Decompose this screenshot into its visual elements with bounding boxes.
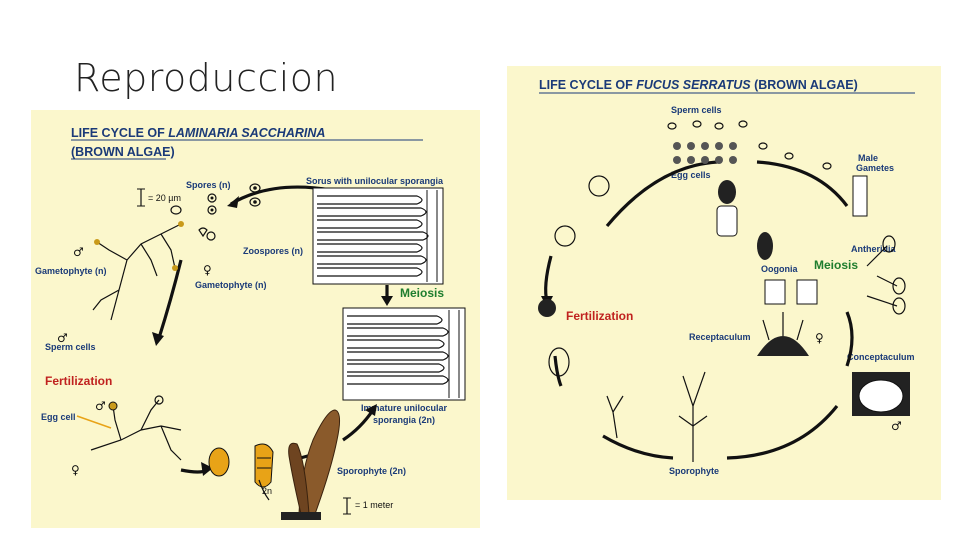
label-receptaculum: Receptaculum [689,332,751,342]
label-sorus: Sorus with unilocular sporangia [306,176,444,186]
fucus-sporophyte-illustration [606,371,708,462]
female-gametophyte-illustration [76,395,182,461]
female-symbol: ♀ [815,331,824,345]
slide-title: Reproduccion [74,56,339,100]
male-gametophyte-illustration [92,221,184,321]
laminaria-diagram: LIFE CYCLE OF LAMINARIA SACCHARINA (BROW… [35,126,466,520]
laminaria-title-line1: LIFE CYCLE OF LAMINARIA SACCHARINA [71,126,325,140]
cycle-arrows [541,160,854,460]
label-conceptaculum: Conceptaculum [847,352,915,362]
svg-text:= 20 µm: = 20 µm [148,193,181,203]
label-spores: Spores (n) [186,180,231,190]
label-egg-cells: Egg cells [671,170,711,180]
label-sperm-cells: Sperm cells [671,105,722,115]
label-zoospores: Zoospores (n) [243,246,303,256]
svg-text:= 1 meter: = 1 meter [355,500,393,510]
laminaria-title-line2: (BROWN ALGAE) [71,145,175,159]
label-meiosis: Meiosis [814,258,858,272]
label-immature-line1: Immature unilocular [361,403,448,413]
male-symbol: ♂ [891,419,902,433]
oogonium-illustration [716,180,818,305]
label-meiosis: Meiosis [400,286,444,300]
male-symbol-2: ♂ [57,331,68,345]
label-male-gametes-1: Male [858,153,878,163]
spores-illustration [170,183,261,241]
egg-cells-illustration [673,142,737,164]
laminaria-life-cycle-panel: LIFE CYCLE OF LAMINARIA SACCHARINA (BROW… [31,110,480,528]
label-gametophyte-right: Gametophyte (n) [195,280,267,290]
label-immature-line2: sporangia (2n) [373,415,435,425]
sperm-cells-illustration [667,120,832,170]
label-fertilization: Fertilization [566,309,633,323]
zygote-illustration [538,175,610,377]
label-fertilization: Fertilization [45,374,112,388]
male-symbol-1: ♂ [73,245,84,259]
antheridia-illustration [852,175,906,315]
label-antheridia: Antheridia [851,244,896,254]
label-2n: 2n [262,486,272,496]
scale-bar-20um: = 20 µm [137,188,181,207]
zygote-illustration [208,443,274,501]
label-gametophyte-left: Gametophyte (n) [35,266,107,276]
label-egg-cell: Egg cell [41,412,76,422]
immature-sporangia-illustration [342,307,466,401]
label-sporophyte: Sporophyte (2n) [337,466,406,476]
male-symbol-3: ♂ [95,399,106,413]
scale-bar-1m: = 1 meter [343,497,393,515]
female-symbol-2: ♀ [71,463,80,477]
sorus-sporangia-illustration [312,187,444,285]
receptaculum-illustration [757,312,809,356]
conceptaculum-illustration [852,372,910,416]
label-oogonia: Oogonia [761,264,798,274]
kelp-sporophyte-illustration [281,409,341,520]
label-sperm-cells: Sperm cells [45,342,96,352]
label-male-gametes-2: Gametes [856,163,894,173]
fucus-life-cycle-panel: LIFE CYCLE OF FUCUS SERRATUS (BROWN ALGA… [507,66,941,500]
label-sporophyte: Sporophyte [669,466,719,476]
female-symbol-1: ♀ [203,263,212,277]
fucus-diagram: LIFE CYCLE OF FUCUS SERRATUS (BROWN ALGA… [538,78,915,476]
fucus-title: LIFE CYCLE OF FUCUS SERRATUS (BROWN ALGA… [539,78,858,92]
